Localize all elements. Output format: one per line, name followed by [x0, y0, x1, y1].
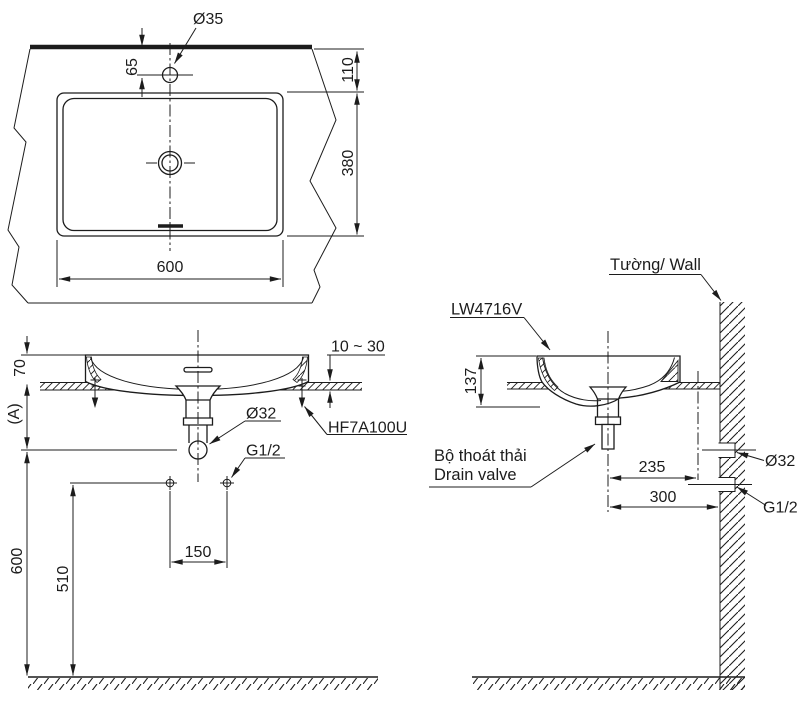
- label-wall-supply-thread: G1/2: [763, 500, 798, 517]
- wall-supply-leader: [736, 486, 767, 506]
- rim-section-left-side: [538, 357, 559, 392]
- label-drain-dia-front: Ø32: [246, 406, 276, 423]
- plan-view: 65 Ø35 110 380 600: [7, 11, 364, 304]
- bolt-tip: [298, 397, 306, 408]
- side-extension-lines: [476, 355, 540, 408]
- dim-drain-height: 600: [9, 548, 26, 575]
- label-wall: Tường/ Wall: [610, 256, 701, 274]
- model-leader: [523, 317, 551, 351]
- dim-supply-spacing: 150: [185, 544, 212, 561]
- supply-hole-left: [165, 478, 175, 488]
- floor-hatch-side: [472, 678, 745, 690]
- drain-pipe-side: [596, 399, 620, 417]
- dim-rim-above-counter: 70: [12, 359, 29, 377]
- drain-pipe-front: [185, 400, 211, 418]
- wall-hatch: [720, 302, 745, 690]
- supply-hole-crosses: [163, 476, 234, 490]
- dim-faucet-offset: 65: [124, 58, 141, 76]
- break-line-right: [309, 48, 337, 304]
- drain-valve-leader: [530, 443, 596, 488]
- side-label-underlines: [429, 274, 701, 488]
- dim-faucet-hole-dia: Ø35: [193, 11, 223, 28]
- drain-dia-leader-front: [209, 420, 246, 445]
- basin-inner-curve-side-right: [619, 357, 675, 392]
- rim-section-right-side: [660, 359, 679, 382]
- bolt-code-leader: [304, 406, 328, 435]
- rim-section-left-front: [86, 356, 102, 384]
- drain-hole-outer: [157, 150, 183, 176]
- wall-drain-leader: [736, 452, 765, 461]
- supply-holes: [163, 476, 234, 490]
- wall-leader: [700, 274, 722, 301]
- drain-tail-front: [188, 425, 208, 443]
- supply-thread-leader-front: [231, 457, 246, 478]
- label-wall-drain-dia: Ø32: [765, 453, 795, 470]
- fixing-bolt-right: [297, 378, 307, 408]
- dim-rear-to-basin: 110: [340, 57, 357, 83]
- label-fixing-kit: HF7A100U: [328, 420, 407, 437]
- bolt-tip: [91, 397, 99, 408]
- dim-height-ref: (A): [6, 403, 23, 424]
- drain-hole-inner: [161, 154, 179, 172]
- label-drain-valve-vi: Bộ thoát thải: [434, 447, 527, 465]
- dim-drain-to-wall: 300: [650, 489, 677, 506]
- label-model-code: LW4716V: [451, 301, 522, 319]
- dim-basin-width: 600: [157, 259, 184, 276]
- bolt-lines: [90, 378, 100, 398]
- label-supply-thread-front: G1/2: [246, 443, 281, 460]
- dim-drain-to-faucet: 235: [639, 459, 666, 476]
- dim-supply-height: 510: [55, 566, 72, 593]
- break-line-left: [7, 48, 31, 304]
- fixing-bolt-left: [90, 378, 100, 408]
- rim-section-right-front: [292, 356, 308, 384]
- front-label-underlines: [245, 354, 407, 459]
- supply-hole-right: [222, 478, 232, 488]
- plan-extension-lines: [56, 48, 364, 287]
- front-extension-lines: [21, 354, 228, 568]
- side-section-view: 137 235 300 Tường/ Wall LW4716V Bộ thoát…: [429, 256, 798, 690]
- front-elevation-view: 70 (A) 600 510 150 Ø32 G1/2 10 ~ 30 HF7A…: [6, 330, 407, 690]
- faucet-hole: [161, 66, 179, 84]
- label-counter-thickness: 10 ~ 30: [331, 339, 385, 356]
- dim-basin-depth: 380: [340, 150, 357, 177]
- dim-basin-height: 137: [463, 368, 480, 395]
- label-drain-valve-en: Drain valve: [434, 466, 517, 484]
- faucet-dia-leader: [174, 27, 197, 64]
- bolt-lines: [297, 378, 307, 398]
- floor-hatch-front: [28, 678, 378, 690]
- wall-pipe-stubs: [688, 449, 756, 485]
